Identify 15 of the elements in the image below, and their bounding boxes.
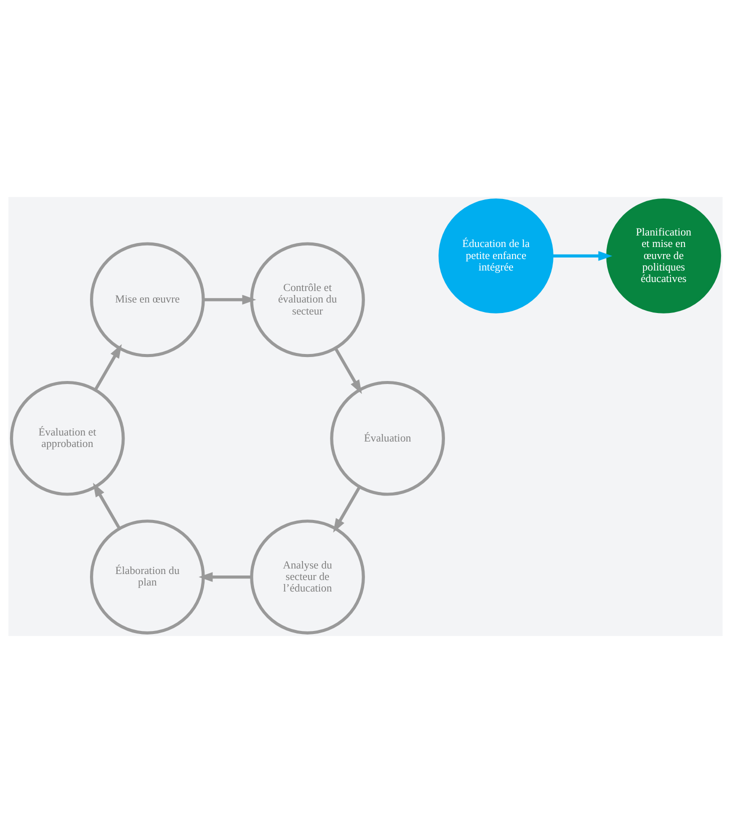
node-circle: Évaluation et approbation [10, 380, 125, 496]
arrow [203, 294, 256, 305]
node-circle: Évaluation [330, 380, 445, 496]
node-circle: Planification et mise en œuvre de politiques éducatives [606, 198, 722, 314]
node-circle: Analyse du secteur de l’éducation [250, 520, 365, 634]
arrow [334, 347, 362, 394]
node-circle: Contrôle et évaluation du secteur [250, 242, 365, 358]
arrow [552, 251, 612, 261]
node-circle: Éducation de la petite enfance intégrée [438, 198, 554, 314]
arrow [94, 344, 122, 391]
node-circle: Mise en œuvre [90, 242, 205, 358]
arrow [333, 486, 361, 533]
node-circle: Élaboration du plan [90, 520, 205, 634]
arrow [93, 482, 121, 530]
arrow [198, 572, 252, 582]
